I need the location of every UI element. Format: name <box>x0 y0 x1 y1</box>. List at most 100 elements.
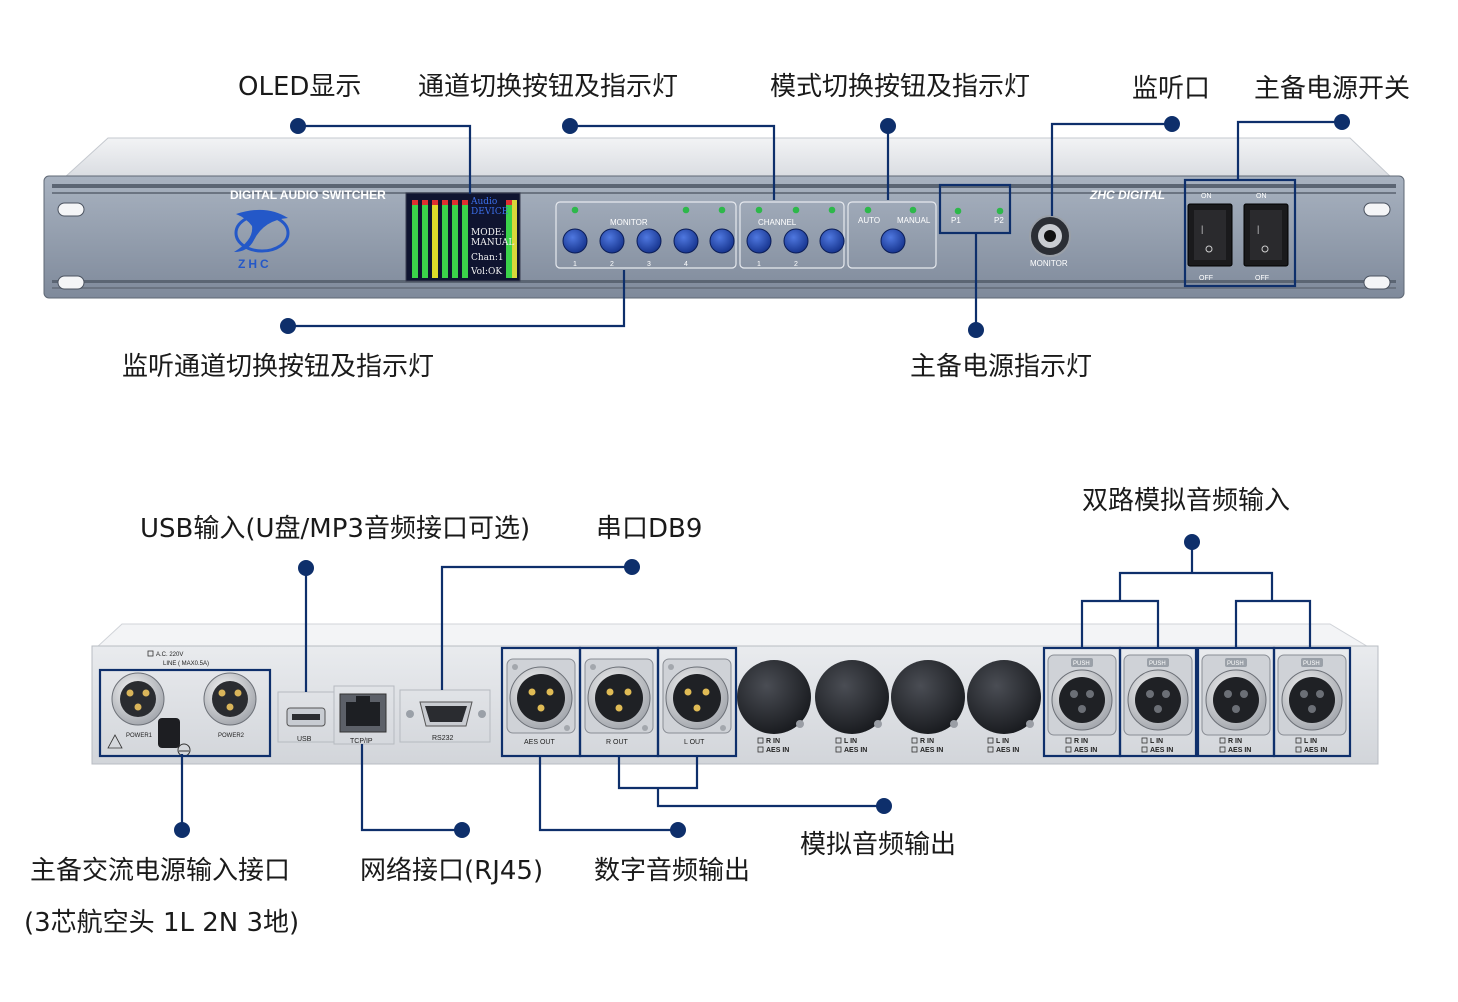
front-push-button[interactable] <box>709 228 735 254</box>
callout-dot-icon <box>280 318 296 334</box>
power1-label: POWER1 <box>126 733 153 739</box>
callout-dot-icon <box>876 798 892 814</box>
xlr-input-label: AES IN <box>1228 747 1251 754</box>
front-push-button[interactable] <box>636 228 662 254</box>
rs232-label: RS232 <box>432 735 454 742</box>
callout-digital-output: 数字音频输出 <box>594 856 751 886</box>
ac-label-line1: A.C. 220V <box>156 652 183 658</box>
callout-ac-power-input: 主备交流电源输入接口 <box>30 856 291 886</box>
callout-dot-icon <box>290 118 306 134</box>
usb-port[interactable] <box>286 707 326 727</box>
p2-label: P2 <box>994 216 1004 225</box>
svg-text:|: | <box>1257 224 1259 234</box>
oled-meter-bar <box>462 204 468 278</box>
led-icon <box>909 206 917 214</box>
monitor-number-label: 1 <box>573 261 577 268</box>
led-icon <box>571 206 579 214</box>
power2-connector[interactable] <box>203 672 257 726</box>
callout-usb-input: USB输入(U盘/MP3音频接口可选) <box>140 514 531 544</box>
oled-meter-peak <box>462 200 468 205</box>
rack-hole-icon <box>57 275 85 290</box>
oled-meter-peak <box>432 200 438 205</box>
callout-dot-icon <box>298 560 314 576</box>
callout-power-indicator: 主备电源指示灯 <box>910 352 1093 382</box>
oled-meter-peak <box>422 200 428 205</box>
callout-analog-output: 模拟音频输出 <box>800 830 957 860</box>
brand-name: ZHC DIGITAL <box>1089 188 1165 202</box>
front-push-button[interactable] <box>673 228 699 254</box>
led-icon <box>718 206 726 214</box>
oled-text-line: MODE: <box>471 228 504 238</box>
model-title: DIGITAL AUDIO SWITCHER <box>230 188 386 202</box>
front-push-button[interactable] <box>880 228 906 254</box>
xlr-output-connector[interactable] <box>662 658 732 734</box>
callout-dot-icon <box>1164 116 1180 132</box>
callout-ac-power-note: (3芯航空头 1L 2N 3地) <box>24 908 300 938</box>
callout-lines <box>98 120 1352 832</box>
callout-serial-port: 串口DB9 <box>596 514 703 544</box>
front-push-button[interactable] <box>783 228 809 254</box>
oled-text-line: Audio <box>470 197 497 207</box>
power2-label: POWER2 <box>218 733 245 739</box>
oled-level-meters <box>412 200 517 278</box>
oled-text-line: DEVICE <box>471 207 508 217</box>
led-icon <box>864 206 872 214</box>
oled-meter-bar <box>506 204 512 278</box>
monitor-button-group <box>555 201 737 269</box>
push-label: PUSH <box>1227 661 1244 667</box>
oled-text-line: Chan:1 <box>471 253 504 263</box>
rs232-frame <box>399 689 491 743</box>
xlr-input-label: AES IN <box>1150 747 1173 754</box>
front-push-button[interactable] <box>819 228 845 254</box>
r-out-label: R OUT <box>606 739 629 746</box>
front-push-button[interactable] <box>562 228 588 254</box>
front-push-button[interactable] <box>746 228 772 254</box>
callout-dot-icon <box>624 559 640 575</box>
oled-text-line: Vol:OK <box>470 267 502 277</box>
monitor-jack[interactable] <box>1029 215 1071 257</box>
oled-meter-bar <box>452 204 458 278</box>
p1-label: P1 <box>951 216 961 225</box>
xlr-input-label: L IN <box>1150 738 1163 745</box>
db9-port[interactable] <box>406 701 486 727</box>
callout-monitor-port: 监听口 <box>1132 74 1211 104</box>
rj45-port[interactable] <box>339 693 387 733</box>
xlr-output-connector[interactable] <box>584 658 654 734</box>
svg-text:|: | <box>1201 224 1203 234</box>
front-panel: DIGITAL AUDIO SWITCHER ZHC AudioDEVICEMO… <box>43 137 1405 299</box>
power1-connector[interactable] <box>111 672 165 726</box>
xlr-input-label: AES IN <box>1074 747 1097 754</box>
oled-meter-bar <box>412 204 418 278</box>
oled-meter-peak <box>506 200 512 205</box>
monitor-number-label: 4 <box>684 261 688 268</box>
channel-number-label: 1 <box>757 261 761 268</box>
oled-text-line: MANUAL <box>471 238 514 248</box>
monitor-number-label: 2 <box>610 261 614 268</box>
led-icon <box>828 206 836 214</box>
led-icon <box>682 206 690 214</box>
manual-label: MANUAL <box>897 216 931 225</box>
xlr-outputs <box>506 658 732 734</box>
power-switch-2[interactable]: | <box>1243 203 1289 267</box>
xlr-output-connector[interactable] <box>506 658 576 734</box>
warning-icon <box>107 734 123 749</box>
front-push-button[interactable] <box>599 228 625 254</box>
oled-meter-peak <box>442 200 448 205</box>
power-switch-1[interactable]: | <box>1187 203 1233 267</box>
blank-plate-label: AES IN <box>920 747 943 754</box>
callout-channel-buttons: 通道切换按钮及指示灯 <box>418 72 679 102</box>
switch2-on-label: ON <box>1256 193 1267 200</box>
callout-power-switch: 主备电源开关 <box>1254 74 1411 104</box>
oled-meter-peak <box>412 200 418 205</box>
zhc-logo-icon <box>234 209 290 253</box>
